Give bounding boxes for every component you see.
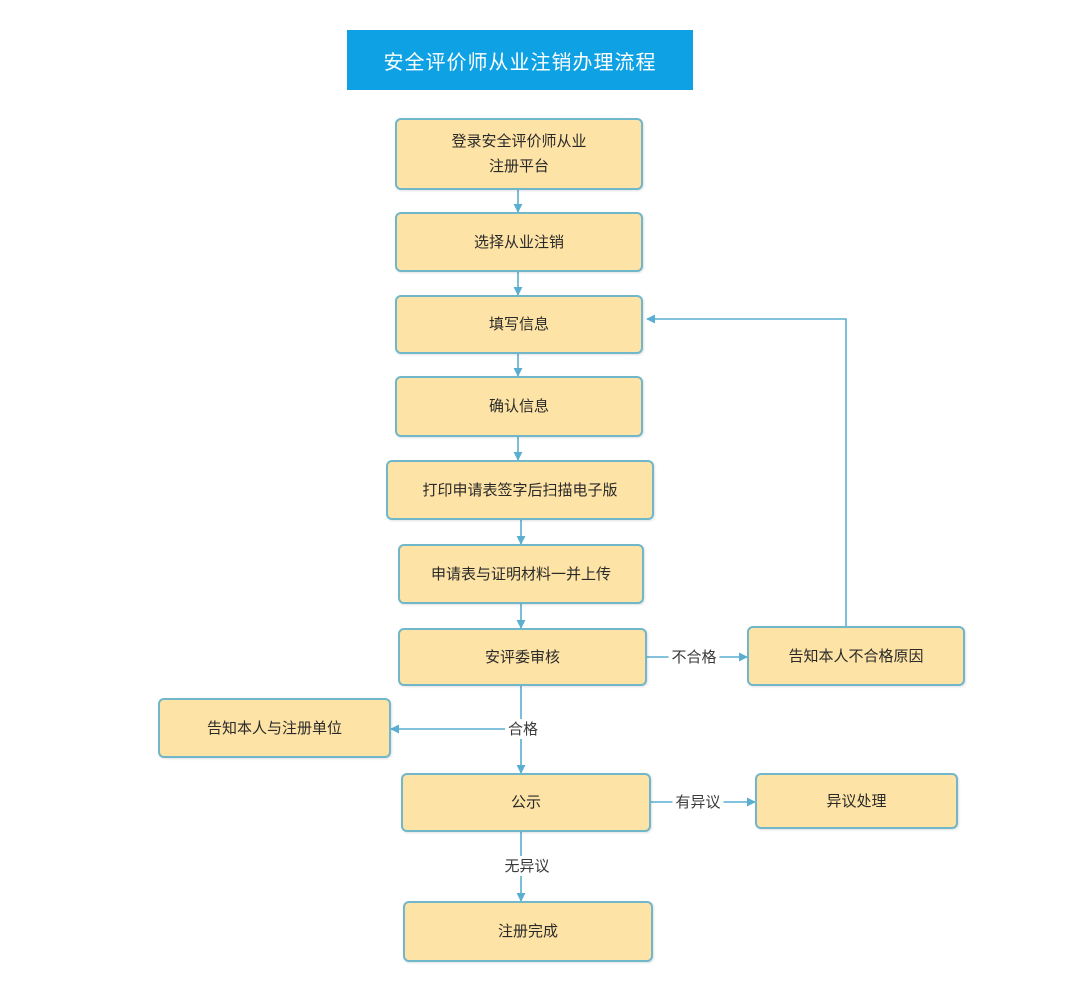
step-upload: 申请表与证明材料一并上传 (398, 544, 644, 604)
edge-label-pass: 合格 (504, 719, 542, 739)
step-objection-label: 异议处理 (826, 791, 887, 810)
step-publicity-label: 公示 (510, 793, 541, 811)
step-review-label: 安评委审核 (484, 647, 560, 666)
step-notify-pass-label: 告知本人与注册单位 (206, 718, 342, 737)
step-publicity: 公示 (401, 773, 651, 832)
flow-title: 安全评价师从业注销办理流程 (347, 30, 693, 90)
step-fill-label: 填写信息 (488, 315, 549, 333)
step-login: 登录安全评价师从业 注册平台 (395, 118, 643, 190)
edge-label-has-objection: 有异议 (672, 792, 724, 812)
flow-title-text: 安全评价师从业注销办理流程 (383, 49, 657, 74)
step-print-label: 打印申请表签字后扫描电子版 (422, 480, 618, 499)
step-complete-label: 注册完成 (497, 922, 558, 940)
step-print: 打印申请表签字后扫描电子版 (386, 460, 654, 520)
step-complete: 注册完成 (403, 901, 653, 962)
step-review: 安评委审核 (398, 628, 647, 686)
step-notify-fail: 告知本人不合格原因 (747, 626, 965, 686)
step-notify-pass: 告知本人与注册单位 (158, 698, 391, 758)
step-upload-label: 申请表与证明材料一并上传 (430, 564, 611, 583)
step-objection: 异议处理 (755, 773, 958, 829)
step-confirm-label: 确认信息 (488, 397, 549, 415)
step-login-label: 登录安全评价师从业 注册平台 (451, 132, 587, 175)
arrow-notify-fail-to-fill (646, 314, 847, 626)
step-select-label: 选择从业注销 (473, 232, 564, 251)
edge-label-fail: 不合格 (668, 647, 720, 667)
step-fill: 填写信息 (395, 295, 643, 354)
step-notify-fail-label: 告知本人不合格原因 (788, 646, 924, 665)
edge-label-no-objection: 无异议 (501, 856, 553, 876)
step-confirm: 确认信息 (395, 376, 643, 437)
step-select: 选择从业注销 (395, 212, 643, 272)
